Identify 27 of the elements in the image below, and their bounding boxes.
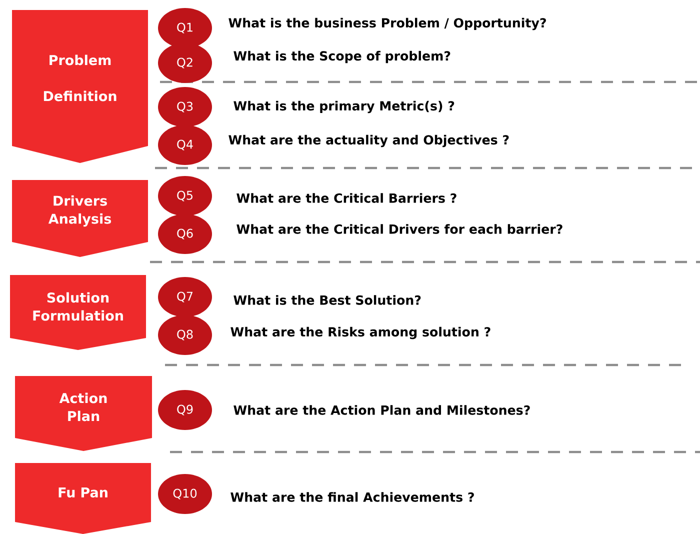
question-badge: Q1 — [158, 8, 212, 48]
question-text: What are the Critical Drivers for each barrier? — [236, 224, 562, 234]
question-text: What are the Action Plan and Milestones? — [234, 405, 530, 415]
question-badge: Q8 — [158, 315, 212, 355]
question-text: What are the Critical Barriers ? — [236, 193, 456, 203]
question-badge: Q6 — [158, 214, 212, 254]
question-badge: Q3 — [158, 87, 212, 127]
node-label: Q2 — [177, 58, 192, 68]
node-label: Q1 — [177, 22, 192, 34]
question-badge: Q2 — [158, 43, 212, 83]
question-badge: Q4 — [158, 125, 212, 165]
question-badge: Q10 — [158, 474, 212, 514]
stage-banner: Action Plan — [15, 376, 152, 451]
question-text: What is the Best Solution? — [234, 295, 421, 305]
question-text: What are the final Achievements ? — [230, 492, 474, 502]
question-text: What are the actuality and Objectives ? — [228, 134, 509, 148]
question-text: What is the primary Metric(s) ? — [234, 100, 454, 114]
question-text: What are the Risks among solution ? — [230, 326, 490, 340]
stage-banner: Problem Definition — [12, 10, 148, 163]
stage-banner: Solution Formulation — [10, 275, 146, 350]
question-text: What is the Scope of problem? — [234, 50, 450, 64]
question-text: What is the business Problem / Opportunity? — [228, 18, 546, 30]
question-badge: Q9 — [158, 390, 212, 430]
stage-banner: Drivers Analysis — [12, 180, 148, 257]
stage-banner: Fu Pan — [15, 463, 151, 534]
question-badge: Q7 — [158, 277, 212, 317]
question-badge: Q5 — [158, 176, 212, 216]
